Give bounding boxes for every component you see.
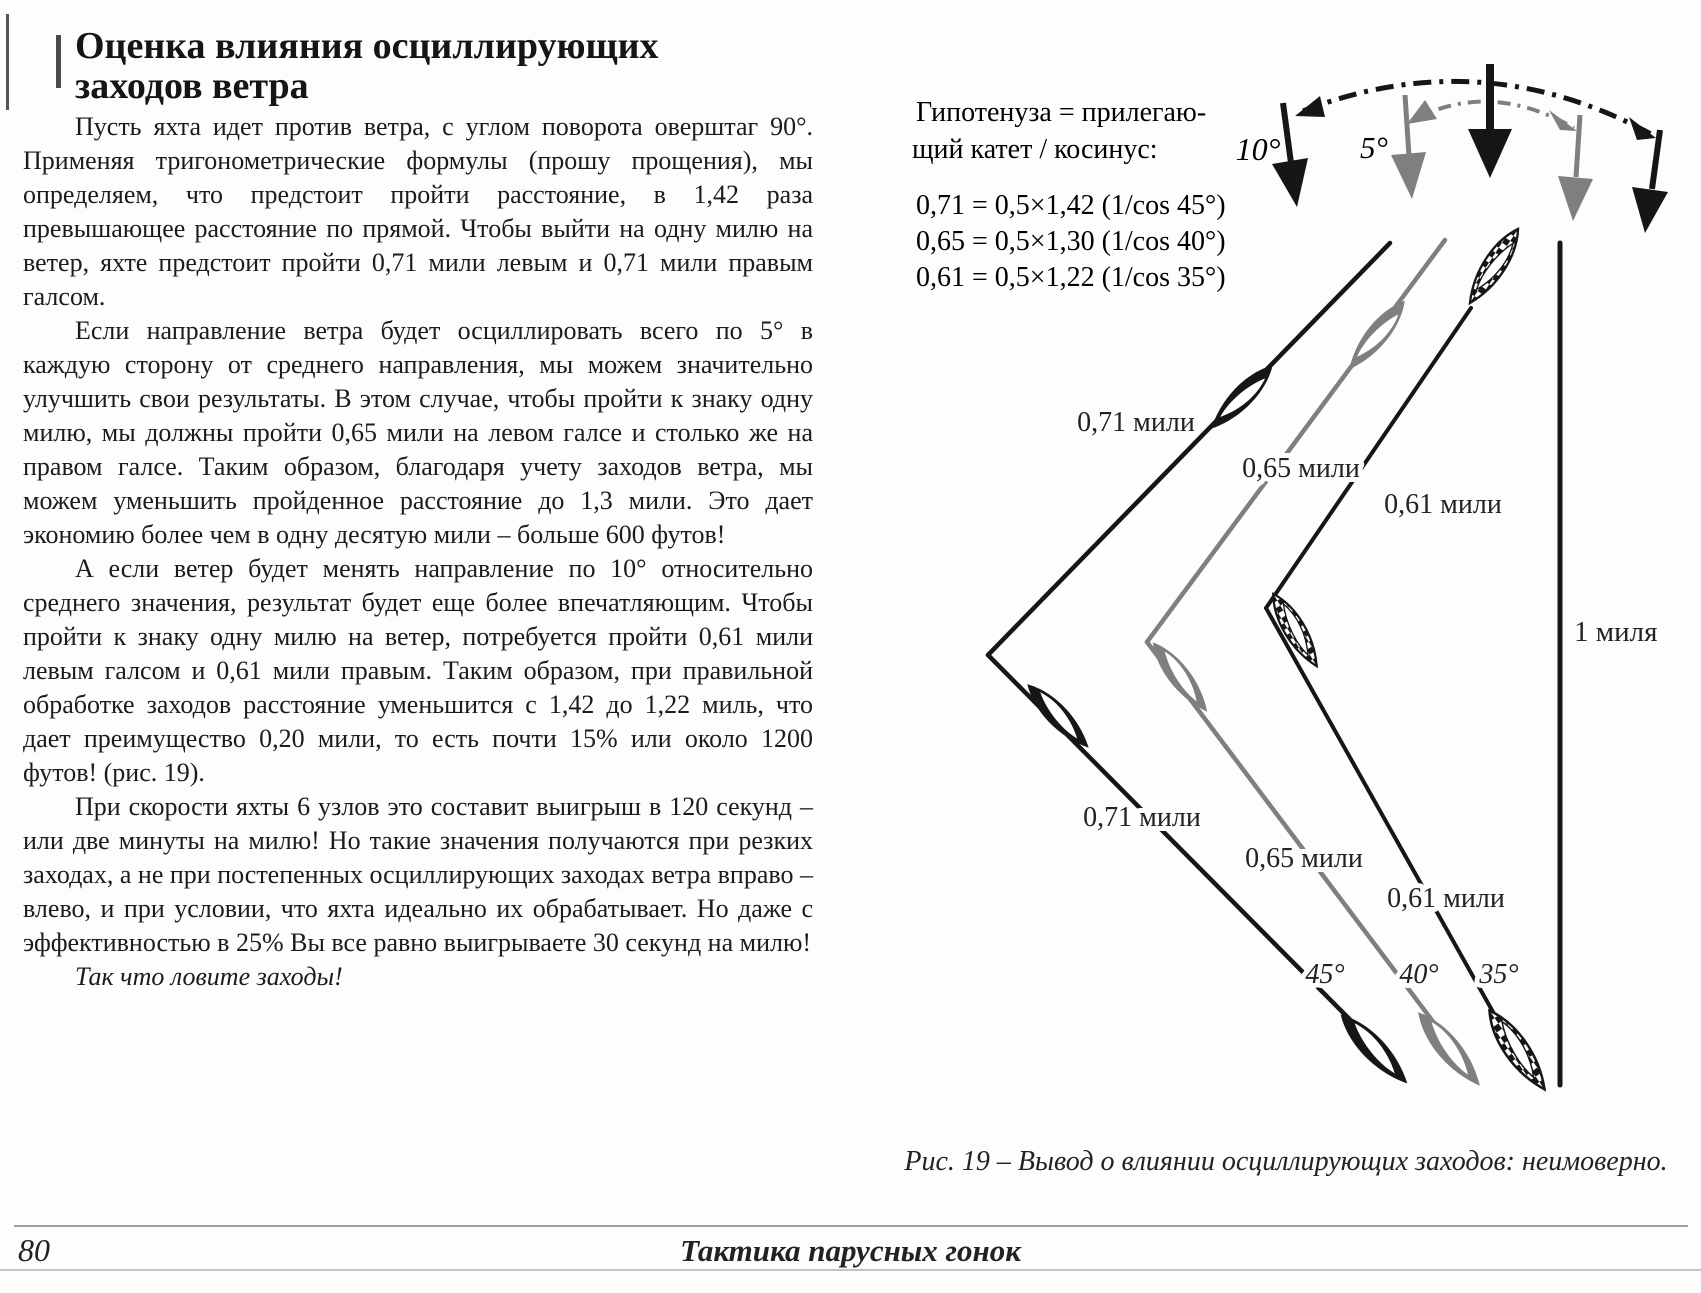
section-title: Оценка влияния осциллирующих заходов вет… <box>75 25 659 107</box>
tack-angle-label-40: 40° <box>1399 959 1438 990</box>
wind-angle-inner-label: 5° <box>1360 130 1388 165</box>
formula-35deg: 0,61 = 0,5×1,22 (1/cos 35°) <box>916 262 1226 293</box>
arc-arrowhead-right-icon <box>1629 117 1656 140</box>
formula-40deg: 0,65 = 0,5×1,30 (1/cos 40°) <box>916 226 1226 257</box>
text-column: Оценка влияния осциллирующих заходов вет… <box>23 26 813 994</box>
wind-arrowhead-icon <box>1558 176 1593 221</box>
running-title: Тактика парусных гонок <box>680 1233 1021 1268</box>
closing-sentence: Так что ловите заходы! <box>75 962 343 991</box>
formula-block: Гипотенуза = прилегаю- щий катет / косин… <box>912 97 1226 293</box>
boat-black-upper <box>1203 357 1281 437</box>
wind-arrowhead-icon <box>1468 129 1512 178</box>
paragraph-1: Пусть яхта идет против ветра, с углом по… <box>23 112 813 311</box>
hypotenuse-note-line1: Гипотенуза = прилегаю- <box>916 97 1206 128</box>
course-leg-40-upper <box>1144 237 1448 645</box>
course-legs <box>985 237 1563 1088</box>
lower-leg-label-35: 0,61 мили <box>1387 883 1505 914</box>
upper-leg-label-35: 0,61 мили <box>1384 489 1502 520</box>
wind-arrowhead-icon <box>1272 158 1308 207</box>
course-leg-45-upper <box>985 240 1393 658</box>
boat-black-start <box>1332 1006 1416 1092</box>
paragraph-3: А если ветер будет менять направление по… <box>23 554 813 787</box>
page-number: 80 <box>18 1232 50 1268</box>
arc-arrowhead-right-gray-icon <box>1549 110 1577 131</box>
lower-leg-label-45: 0,71 мили <box>1083 802 1201 833</box>
wind-arrowhead-icon <box>1391 152 1426 199</box>
lower-leg-label-40: 0,65 мили <box>1245 843 1363 874</box>
upper-leg-label-45: 0,71 мили <box>1077 407 1195 438</box>
paragraph-2: Если направление ветра будет осциллирова… <box>23 316 813 549</box>
distance-labels: 0,71 мили 0,65 мили 0,61 мили 0,71 мили … <box>1072 402 1523 995</box>
course-leg-35-upper <box>1264 306 1473 610</box>
wind-angle-outer-label: 10° <box>1236 131 1281 167</box>
wind-fan: 10° 5° <box>1236 64 1668 233</box>
footer-rule-bottom <box>0 1269 1701 1271</box>
wind-arrow-left-inner <box>1402 94 1412 157</box>
course-leg-35-lower <box>1264 606 1522 1062</box>
tack-angle-label-35: 35° <box>1478 959 1518 990</box>
wind-arrow-right-outer <box>1649 129 1663 190</box>
wind-arrowhead-icon <box>1632 187 1668 233</box>
formula-45deg: 0,71 = 0,5×1,42 (1/cos 45°) <box>916 190 1226 221</box>
paragraph-4: При скорости яхты 6 узлов это составит в… <box>23 792 813 957</box>
boat-checkered-start <box>1478 1002 1556 1098</box>
wind-arrow-left-outer <box>1280 102 1294 164</box>
course-leg-40-lower <box>1144 639 1471 1071</box>
upper-leg-label-40: 0,65 мили <box>1242 453 1360 484</box>
boat-checkered-top <box>1459 221 1529 311</box>
arc-arrowhead-left-icon <box>1295 96 1325 117</box>
tack-angle-label-45: 45° <box>1305 959 1344 990</box>
boat-black-mid <box>1019 676 1097 756</box>
arc-arrowhead-left-gray-icon <box>1407 100 1437 124</box>
rhumb-line-label: 1 миля <box>1574 616 1657 648</box>
boat-gray-mid <box>1144 635 1216 719</box>
wind-oscillation-arc-outer <box>1302 79 1653 137</box>
boats <box>1019 221 1556 1098</box>
figure-caption: Рис. 19 – Вывод о влиянии осциллирующих … <box>904 1146 1668 1177</box>
boat-gray-start <box>1409 1004 1489 1094</box>
wind-arrow-right-inner <box>1573 114 1583 178</box>
scan-artifact-line <box>56 35 61 88</box>
scan-artifact-line <box>6 14 9 110</box>
footer-rule-top <box>14 1225 1688 1227</box>
hypotenuse-note-line2: щий катет / косинус: <box>912 134 1158 165</box>
boat-gray-upper <box>1340 293 1414 377</box>
